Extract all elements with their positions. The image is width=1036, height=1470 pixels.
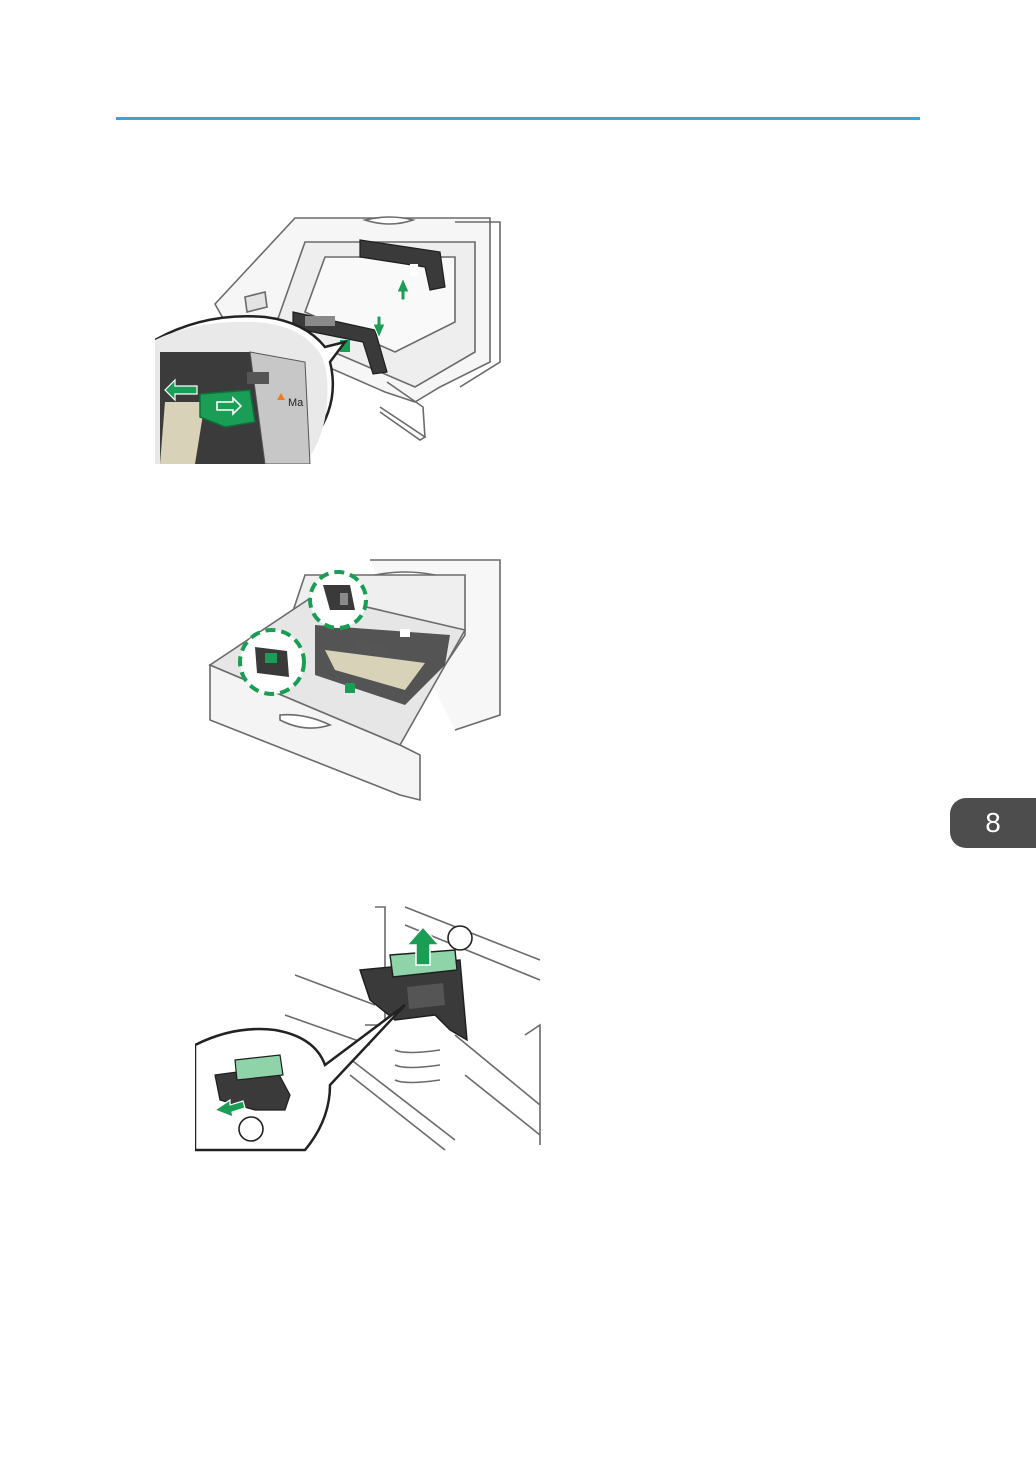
highlight-circle-upper [310,572,366,628]
chapter-tab: 8 [950,798,1036,848]
step-marker-circle [448,926,472,950]
chapter-number: 8 [985,807,1001,839]
end-guide-removal-illustration [195,905,545,1155]
highlight-circle-lower [240,630,304,694]
guide-label-fragment: Ma [288,397,304,409]
step-marker-circle [239,1117,263,1141]
tray-end-guide-locations-illustration [205,555,505,805]
tray-side-guides-illustration: Ma [155,212,505,464]
header-rule [116,117,920,120]
